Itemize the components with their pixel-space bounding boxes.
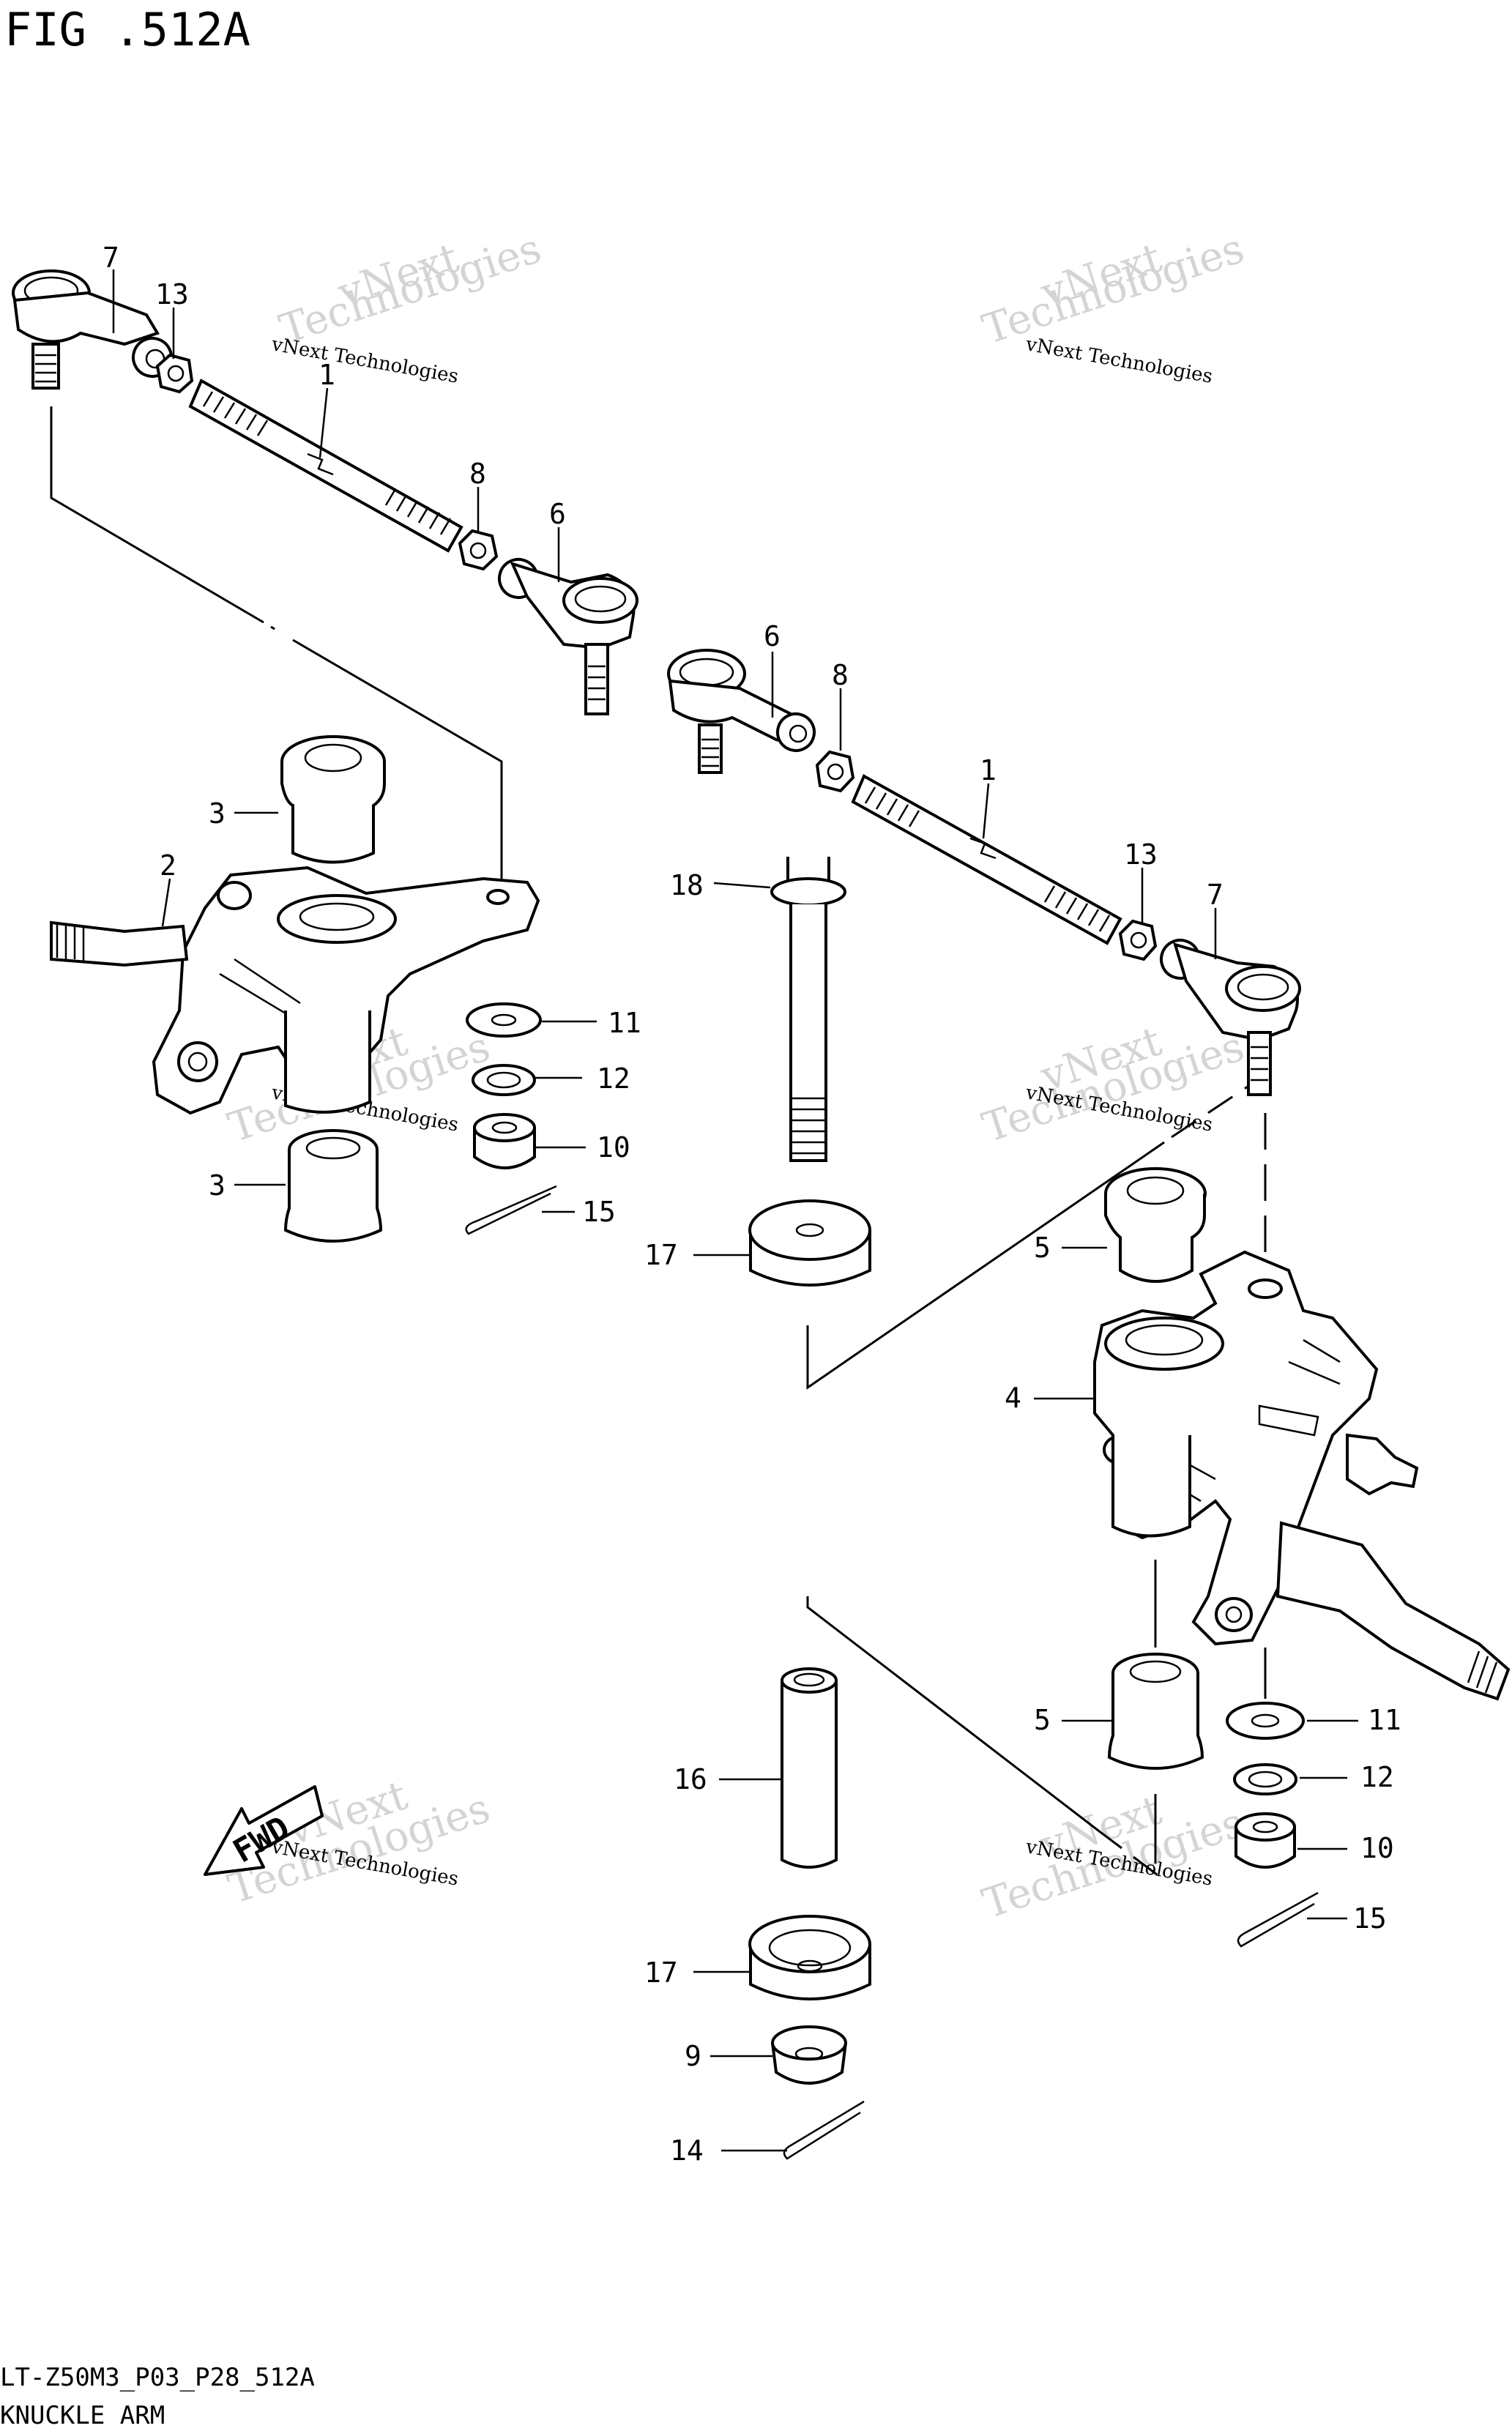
callout-8-left: 8 — [469, 458, 486, 490]
leader-line — [270, 625, 286, 637]
nut-inner-right-part — [815, 750, 855, 793]
bushing-upper-left-part — [280, 735, 386, 864]
watermark-top-left: Technologies vNext vNext Technologies — [269, 225, 547, 388]
callout-7-left: 7 — [103, 242, 119, 274]
callout-13-right: 13 — [1124, 838, 1158, 871]
knuckle-left-part — [50, 865, 540, 1115]
callout-11-right: 11 — [1368, 1704, 1401, 1736]
pipe-part — [781, 1667, 838, 1869]
tie-rod-end-inner-left-part — [498, 558, 638, 715]
bushing-lower-right-part — [1107, 1653, 1204, 1770]
cotter-pin-right-part — [1237, 1891, 1319, 1948]
leader-line — [1171, 1082, 1253, 1139]
nut-outer-right-part — [1118, 919, 1158, 961]
bolt-part — [770, 857, 846, 1162]
bushing-lower-left-part — [283, 1129, 383, 1243]
callout-17-lower: 17 — [644, 1957, 678, 1989]
tie-rod-end-inner-right-part — [667, 649, 816, 774]
watermark-bottom-right: Technologies vNext vNext Technologies — [977, 1786, 1250, 1928]
castle-nut-right-part — [1234, 1812, 1296, 1869]
callout-5-upper: 5 — [1034, 1232, 1051, 1264]
bushing-upper-right-part — [1104, 1167, 1207, 1283]
leader-line — [806, 1141, 1165, 1390]
callout-15-right: 15 — [1353, 1902, 1387, 1935]
callout-16: 16 — [674, 1763, 707, 1795]
tie-rod-left-part — [188, 379, 463, 553]
tie-rod-end-outer-left-part — [12, 269, 173, 390]
knuckle-right-part — [1093, 1250, 1511, 1701]
tie-rod-end-outer-right-part — [1160, 939, 1301, 1096]
castle-nut-left-part — [473, 1113, 536, 1169]
collar-upper-part — [748, 1199, 871, 1287]
callout-leaders — [112, 269, 1358, 2152]
forward-direction-arrow-icon: FWD — [204, 1785, 324, 1876]
nut-outer-left-part — [155, 353, 194, 394]
spacer-right-part — [1233, 1763, 1297, 1795]
callout-4: 4 — [1005, 1382, 1021, 1414]
collar-lower-part — [748, 1915, 871, 2000]
section-name: KNUCKLE ARM — [0, 2401, 165, 2430]
cotter-pin-left-part — [465, 1185, 557, 1235]
callout-15-left: 15 — [582, 1196, 616, 1228]
callout-12-left: 12 — [597, 1062, 630, 1095]
callout-14: 14 — [670, 2134, 704, 2167]
watermark-caption: vNext Technologies — [1024, 333, 1215, 388]
callout-10-right: 10 — [1360, 1832, 1394, 1864]
callout-7-right: 7 — [1207, 879, 1224, 911]
tie-rod-right-part — [851, 774, 1122, 945]
watermark-top-right: Technologies vNext vNext Technologies — [977, 225, 1250, 388]
callout-9: 9 — [685, 2040, 701, 2072]
leader-line — [806, 1596, 1099, 1832]
callout-6-left: 6 — [549, 498, 566, 530]
callout-5-lower: 5 — [1034, 1704, 1051, 1736]
washer-right-part — [1226, 1702, 1305, 1740]
washer-left-part — [466, 1002, 542, 1038]
callout-3-lower: 3 — [209, 1169, 226, 1202]
figure-title: FIG .512A — [4, 3, 250, 56]
callout-17-upper: 17 — [644, 1239, 678, 1271]
callout-8-right: 8 — [832, 659, 849, 691]
callout-11-left: 11 — [608, 1007, 641, 1039]
callout-12-right: 12 — [1360, 1761, 1394, 1793]
model-code: LT-Z50M3_P03_P28_512A — [0, 2363, 315, 2392]
callout-18: 18 — [670, 869, 704, 901]
callout-6-right: 6 — [764, 620, 781, 652]
nut-bottom-part — [771, 2025, 847, 2085]
leader-line — [1098, 1829, 1158, 1876]
callout-2: 2 — [160, 849, 176, 882]
callout-13-left: 13 — [155, 278, 189, 310]
nut-inner-left-part — [458, 529, 499, 571]
callout-1-right: 1 — [980, 754, 997, 786]
callout-3-upper: 3 — [209, 797, 226, 830]
leader-line — [292, 639, 503, 879]
callout-10-left: 10 — [597, 1131, 630, 1164]
callouts: 7 13 1 8 6 6 8 1 13 7 3 2 18 11 12 10 3 … — [103, 242, 1401, 2167]
watermark-caption: vNext Technologies — [269, 333, 461, 388]
spacer-left-part — [472, 1064, 536, 1096]
leader-line — [50, 406, 264, 624]
callout-1-left: 1 — [319, 359, 335, 391]
watermark-middle-right: Technologies vNext vNext Technologies — [977, 1017, 1250, 1152]
cotter-pin-bottom-part — [783, 2100, 865, 2160]
